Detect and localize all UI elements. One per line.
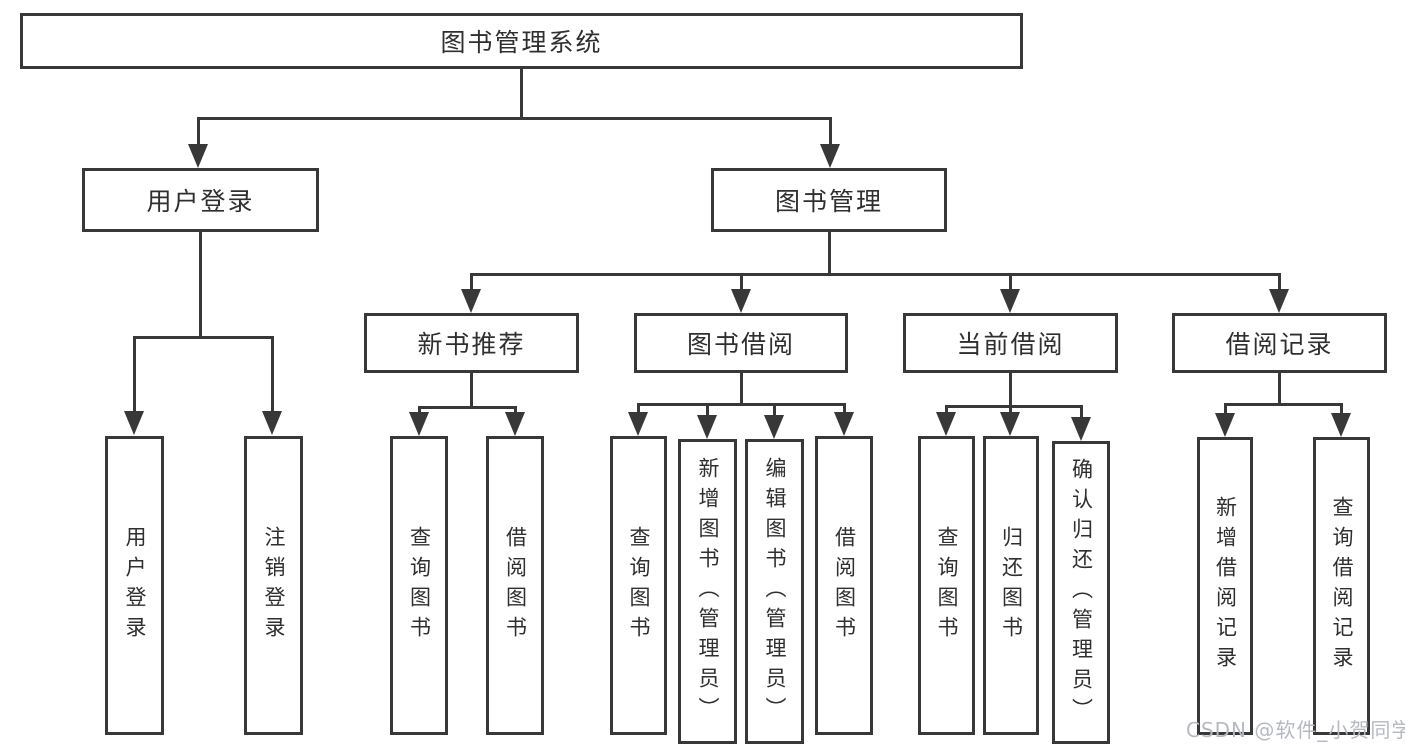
node-new-book-recommendation: 新书推荐: [364, 313, 579, 373]
leaf-borrow-books-recommend: 借阅图书: [486, 436, 544, 735]
connector-line: [637, 403, 640, 414]
connector-line: [1080, 405, 1083, 419]
arrowhead-icon: [124, 411, 144, 435]
node-borrowing-records: 借阅记录: [1172, 313, 1387, 373]
connector-line: [1224, 403, 1227, 415]
arrowhead-icon: [1215, 413, 1235, 437]
arrowhead-icon: [731, 289, 751, 313]
leaf-query-borrow-record: 查询借阅记录: [1313, 437, 1370, 735]
leaf-confirm-return-admin: 确认归还（管理员）: [1052, 441, 1110, 744]
node-root: 图书管理系统: [20, 13, 1023, 69]
leaf-borrow-books: 借阅图书: [815, 436, 873, 735]
connector-line: [514, 406, 517, 414]
connector-line: [1009, 405, 1012, 414]
node-book-borrowing: 图书借阅: [634, 313, 848, 373]
leaf-query-books-recommend: 查询图书: [390, 436, 448, 735]
arrowhead-icon: [820, 144, 840, 168]
arrowhead-icon: [834, 412, 854, 436]
arrowhead-icon: [409, 412, 429, 436]
arrowhead-icon: [1269, 289, 1289, 313]
connector-line: [773, 403, 776, 417]
connector-line: [197, 117, 200, 146]
arrowhead-icon: [697, 415, 717, 439]
connector-line: [1009, 372, 1012, 405]
arrowhead-icon: [1000, 412, 1020, 436]
connector-line: [829, 117, 832, 146]
connector-line: [843, 403, 846, 414]
arrowhead-icon: [461, 289, 481, 313]
connector-line: [637, 403, 846, 406]
leaf-add-books-admin: 新增图书（管理员）: [678, 439, 737, 744]
leaf-user-login: 用户登录: [105, 436, 164, 735]
connector-line: [197, 117, 832, 120]
connector-line: [271, 336, 274, 412]
connector-line: [740, 372, 743, 403]
arrowhead-icon: [1071, 417, 1091, 441]
arrowhead-icon: [628, 412, 648, 436]
node-current-borrowing: 当前借阅: [903, 313, 1118, 373]
connector-line: [133, 336, 274, 339]
connector-line: [1009, 273, 1012, 291]
connector-line: [133, 336, 136, 412]
connector-line: [1278, 273, 1281, 291]
connector-line: [945, 405, 948, 414]
leaf-query-books-current: 查询图书: [918, 436, 975, 735]
connector-line: [418, 406, 421, 414]
connector-line: [470, 273, 473, 291]
connector-line: [418, 406, 517, 409]
connector-line: [706, 403, 709, 417]
connector-line: [1224, 403, 1343, 406]
leaf-logout-login: 注销登录: [244, 436, 303, 735]
arrowhead-icon: [262, 411, 282, 435]
leaf-add-borrow-record: 新增借阅记录: [1197, 437, 1253, 735]
arrowhead-icon: [505, 412, 525, 436]
arrowhead-icon: [1331, 413, 1351, 437]
connector-line: [470, 273, 1281, 276]
connector-line: [470, 372, 473, 406]
connector-line: [828, 232, 831, 273]
connector-line: [1340, 403, 1343, 415]
connector-line: [520, 68, 523, 117]
leaf-edit-books-admin: 编辑图书（管理员）: [745, 439, 804, 744]
arrowhead-icon: [1000, 289, 1020, 313]
connector-line: [199, 232, 202, 336]
node-book-management: 图书管理: [711, 168, 947, 232]
connector-line: [740, 273, 743, 291]
node-user-login: 用户登录: [82, 168, 319, 232]
connector-line: [1278, 372, 1281, 403]
leaf-query-books-borrow: 查询图书: [610, 436, 667, 735]
leaf-return-books: 归还图书: [983, 436, 1039, 735]
watermark: CSDN @软件_小贺同学: [1186, 718, 1405, 742]
arrowhead-icon: [764, 415, 784, 439]
arrowhead-icon: [188, 144, 208, 168]
connector-line: [945, 405, 1083, 408]
arrowhead-icon: [936, 412, 956, 436]
